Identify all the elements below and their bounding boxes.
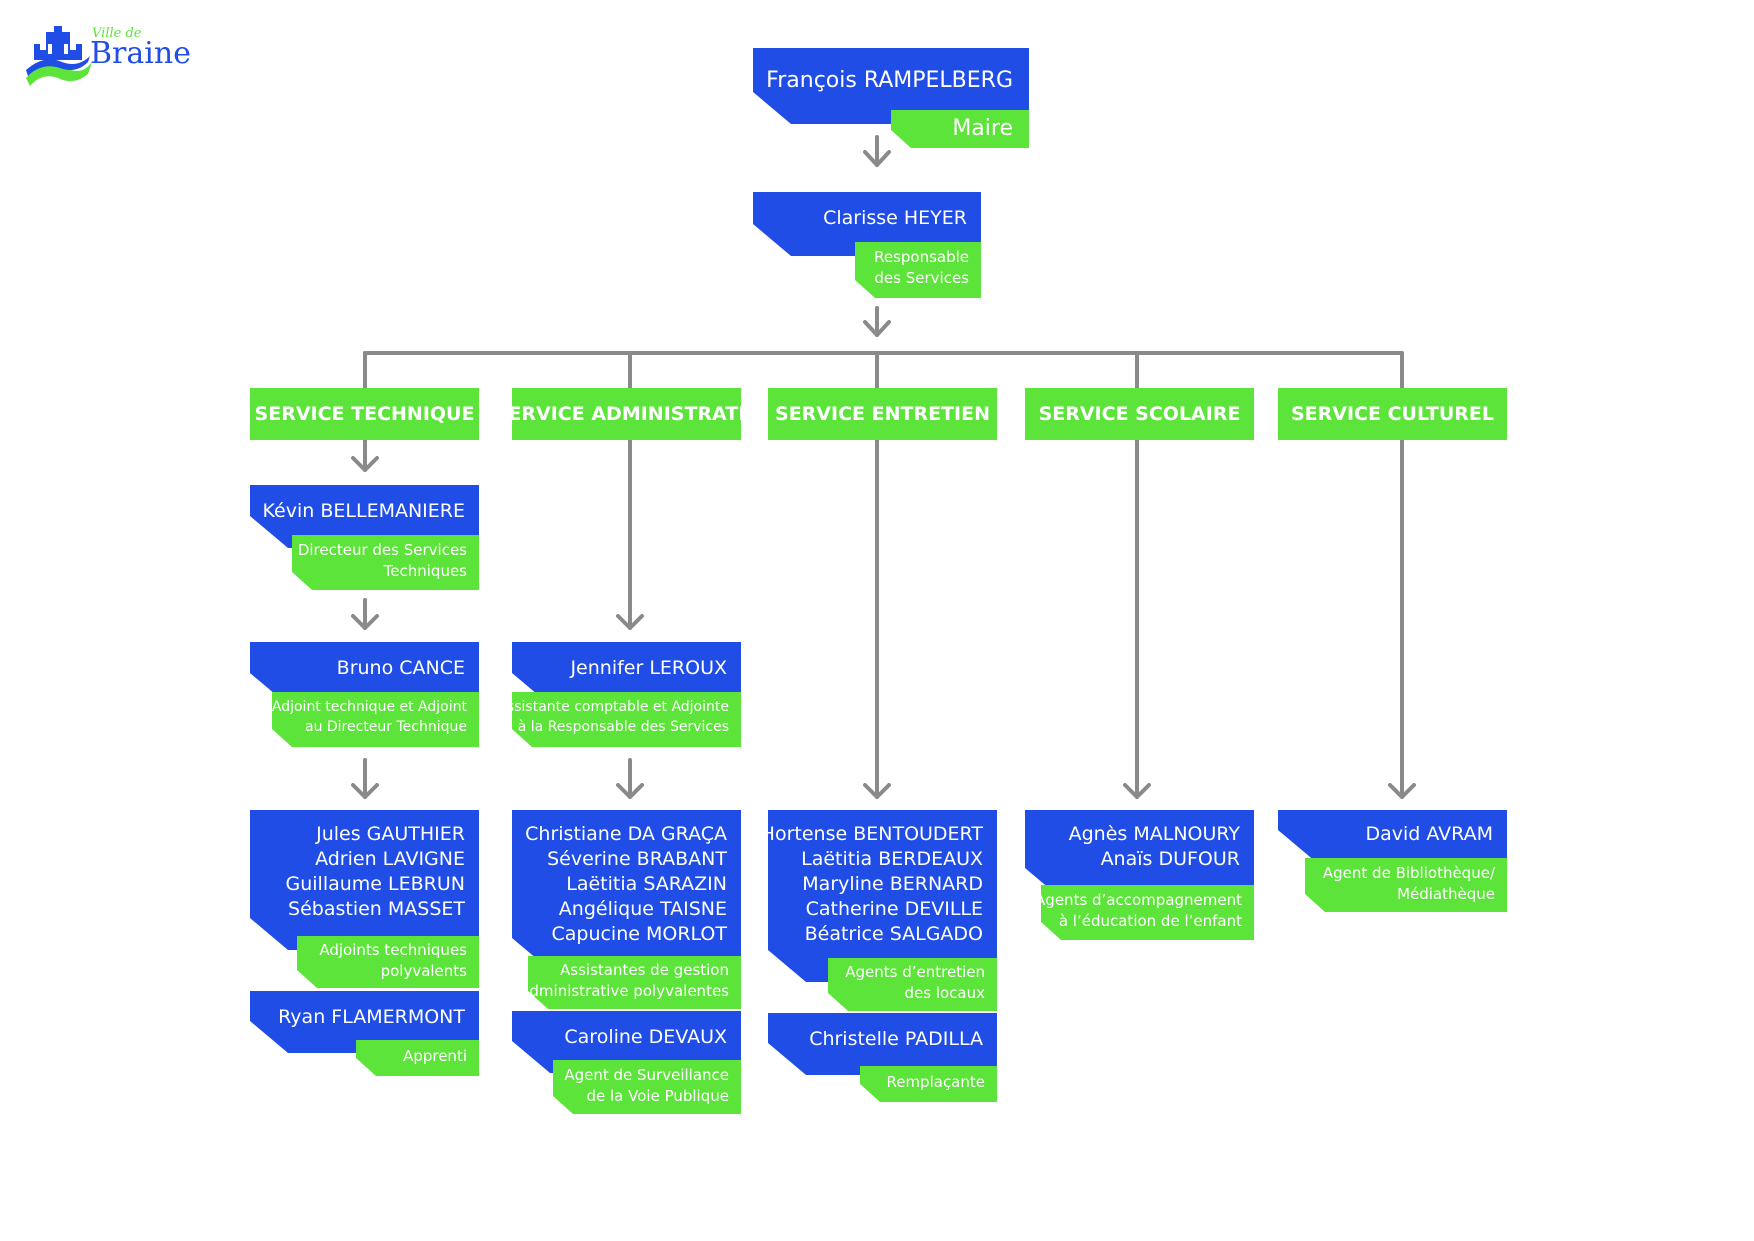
logo: Ville de Braine (26, 22, 206, 97)
entretien-agent-4: Catherine DEVILLE (805, 898, 983, 920)
administratif-lead-role-line-2: à la Responsable des Services (517, 719, 729, 735)
technique-deputy-role-line-2: au Directeur Technique (304, 719, 467, 735)
technique-agent-3: Guillaume LEBRUN (285, 873, 465, 895)
technique-agent-1: Jules GAUTHIER (316, 823, 465, 845)
head-role-line-2: des Services (874, 269, 969, 287)
head-role-tab: Responsable des Services (855, 242, 981, 298)
entretien-agents-role-line-2: des locaux (904, 984, 985, 1002)
head-name: Clarisse HEYER (823, 207, 967, 229)
technique-apprentice-role: Apprenti (403, 1047, 467, 1065)
culturel-agent-role-line-2: Médiathèque (1397, 885, 1495, 903)
administratif-police-role-line-1: Agent de Surveillance (564, 1066, 729, 1084)
service-header-technique: SERVICE TECHNIQUE (250, 388, 479, 440)
administratif-police-name: Caroline DEVAUX (564, 1026, 727, 1048)
technique-apprentice-name: Ryan FLAMERMONT (278, 1006, 465, 1028)
entretien-agent-3: Maryline BERNARD (802, 873, 983, 895)
entretien-replacement-role: Remplaçante (886, 1073, 985, 1091)
entretien-replacement-name: Christelle PADILLA (809, 1028, 983, 1050)
administratif-agent-4: Angélique TAISNE (558, 898, 727, 920)
administratif-agents-role-line-2: administrative polyvalentes (520, 982, 729, 1000)
castle-logo-icon (26, 26, 92, 86)
technique-agent-4: Sébastien MASSET (288, 898, 465, 920)
technique-agent-2: Adrien LAVIGNE (315, 848, 465, 870)
administratif-agents-card: Christiane DA GRAÇA Séverine BRABANT Laë… (512, 810, 741, 970)
technique-apprentice-role-tab: Apprenti (356, 1040, 479, 1076)
entretien-agent-1: Hortense BENTOUDERT (760, 823, 983, 845)
administratif-agent-1: Christiane DA GRAÇA (525, 823, 727, 845)
administratif-police-role-tab: Agent de Surveillance de la Voie Publiqu… (553, 1060, 741, 1114)
service-header-entretien: SERVICE ENTRETIEN (768, 388, 997, 440)
mayor-role: Maire (952, 116, 1013, 141)
culturel-agent-card: David AVRAM (1278, 810, 1507, 862)
service-header-culturel: SERVICE CULTUREL (1278, 388, 1507, 440)
scolaire-agents-role-line-1: Agents d’accompagnement (1035, 891, 1242, 909)
technique-director-role-tab: Directeur des Services Techniques (292, 535, 479, 590)
administratif-lead-role-tab: Assistante comptable et Adjointe à la Re… (512, 692, 741, 747)
logo-line1: Ville de (92, 26, 142, 41)
technique-director-role-line-2: Techniques (383, 562, 467, 580)
administratif-lead-name: Jennifer LEROUX (570, 657, 727, 679)
administratif-agent-5: Capucine MORLOT (551, 923, 727, 945)
culturel-agent-role-tab: Agent de Bibliothèque/ Médiathèque (1305, 858, 1507, 912)
technique-director-name: Kévin BELLEMANIERE (262, 500, 465, 522)
service-header-scolaire: SERVICE SCOLAIRE (1025, 388, 1254, 440)
culturel-agent-role-line-1: Agent de Bibliothèque/ (1322, 864, 1495, 882)
administratif-agents-role-line-1: Assistantes de gestion (560, 961, 729, 979)
logo-line2: Braine (90, 36, 191, 71)
mayor-role-tab: Maire (891, 110, 1029, 148)
scolaire-agents-role-line-2: à l’éducation de l’enfant (1058, 912, 1242, 930)
entretien-agents-role-tab: Agents d’entretien des locaux (828, 958, 997, 1011)
administratif-lead-role-line-1: Assistante comptable et Adjointe (497, 699, 729, 715)
culturel-agent-name: David AVRAM (1365, 823, 1493, 845)
administratif-agent-2: Séverine BRABANT (547, 848, 727, 870)
technique-agents-card: Jules GAUTHIER Adrien LAVIGNE Guillaume … (250, 810, 479, 950)
administratif-agents-role-tab: Assistantes de gestion administrative po… (528, 956, 741, 1009)
entretien-replacement-card: Christelle PADILLA (768, 1013, 997, 1075)
entretien-replacement-role-tab: Remplaçante (860, 1066, 997, 1102)
technique-deputy-name: Bruno CANCE (336, 657, 465, 679)
technique-deputy-role-line-1: Adjoint technique et Adjoint (271, 699, 467, 715)
technique-agents-role-line-1: Adjoints techniques (319, 941, 467, 959)
entretien-agent-5: Béatrice SALGADO (804, 923, 983, 945)
entretien-agent-2: Laëtitia BERDEAUX (801, 848, 983, 870)
scolaire-agent-2: Anaïs DUFOUR (1100, 848, 1240, 870)
scolaire-agent-1: Agnès MALNOURY (1068, 823, 1240, 845)
service-header-administratif: SERVICE ADMINISTRATIF (512, 388, 741, 440)
scolaire-agents-role-tab: Agents d’accompagnement à l’éducation de… (1041, 885, 1254, 940)
technique-agents-role-line-2: polyvalents (380, 962, 467, 980)
entretien-agents-role-line-1: Agents d’entretien (845, 963, 985, 981)
technique-deputy-role-tab: Adjoint technique et Adjoint au Directeu… (272, 692, 479, 747)
technique-agents-role-tab: Adjoints techniques polyvalents (297, 936, 479, 988)
entretien-agents-card: Hortense BENTOUDERT Laëtitia BERDEAUX Ma… (768, 810, 997, 982)
mayor-name: François RAMPELBERG (766, 68, 1013, 93)
administratif-police-role-line-2: de la Voie Publique (586, 1087, 729, 1105)
head-role-line-1: Responsable (874, 248, 969, 266)
technique-director-role-line-1: Directeur des Services (297, 541, 467, 559)
administratif-agent-3: Laëtitia SARAZIN (566, 873, 727, 895)
